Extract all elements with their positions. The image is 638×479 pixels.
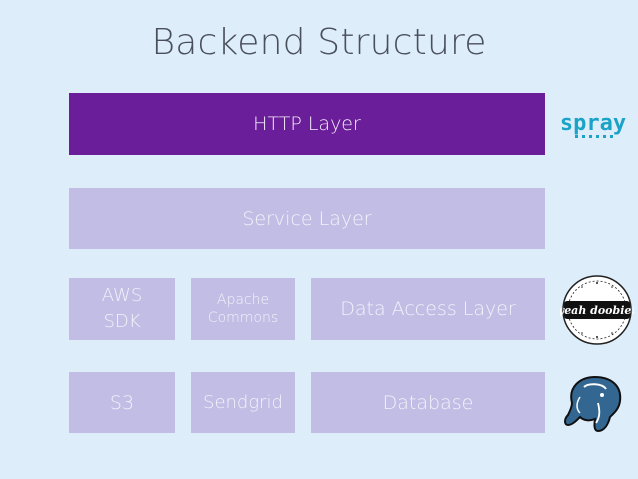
spray-logo-text: spray	[560, 111, 626, 136]
yeah-doobie-text: yeah doobie!	[560, 304, 634, 317]
apache-commons-label: Apache Commons	[207, 292, 279, 326]
service-layer-label: Service Layer	[242, 207, 372, 230]
aws-sdk-label: AWS SDK	[101, 285, 143, 332]
http-layer-box: HTTP Layer	[69, 93, 545, 155]
slide-title: Backend Structure	[151, 22, 487, 63]
postgresql-elephant-icon	[564, 375, 622, 433]
database-label: Database	[382, 391, 474, 414]
database-box: Database	[311, 372, 545, 433]
sendgrid-label: Sendgrid	[203, 392, 283, 413]
s3-label: S3	[109, 391, 135, 414]
data-access-layer-label: Data Access Layer	[340, 298, 516, 320]
spray-logo-icon: spray	[560, 111, 626, 138]
data-access-layer-box: Data Access Layer	[311, 278, 545, 340]
s3-box: S3	[69, 372, 175, 433]
aws-sdk-box: AWS SDK	[69, 278, 175, 340]
yeah-doobie-badge-icon: yeah doobie!	[560, 275, 634, 345]
sendgrid-box: Sendgrid	[191, 372, 295, 433]
apache-commons-box: Apache Commons	[191, 278, 295, 340]
service-layer-box: Service Layer	[69, 188, 545, 249]
http-layer-label: HTTP Layer	[253, 113, 361, 135]
